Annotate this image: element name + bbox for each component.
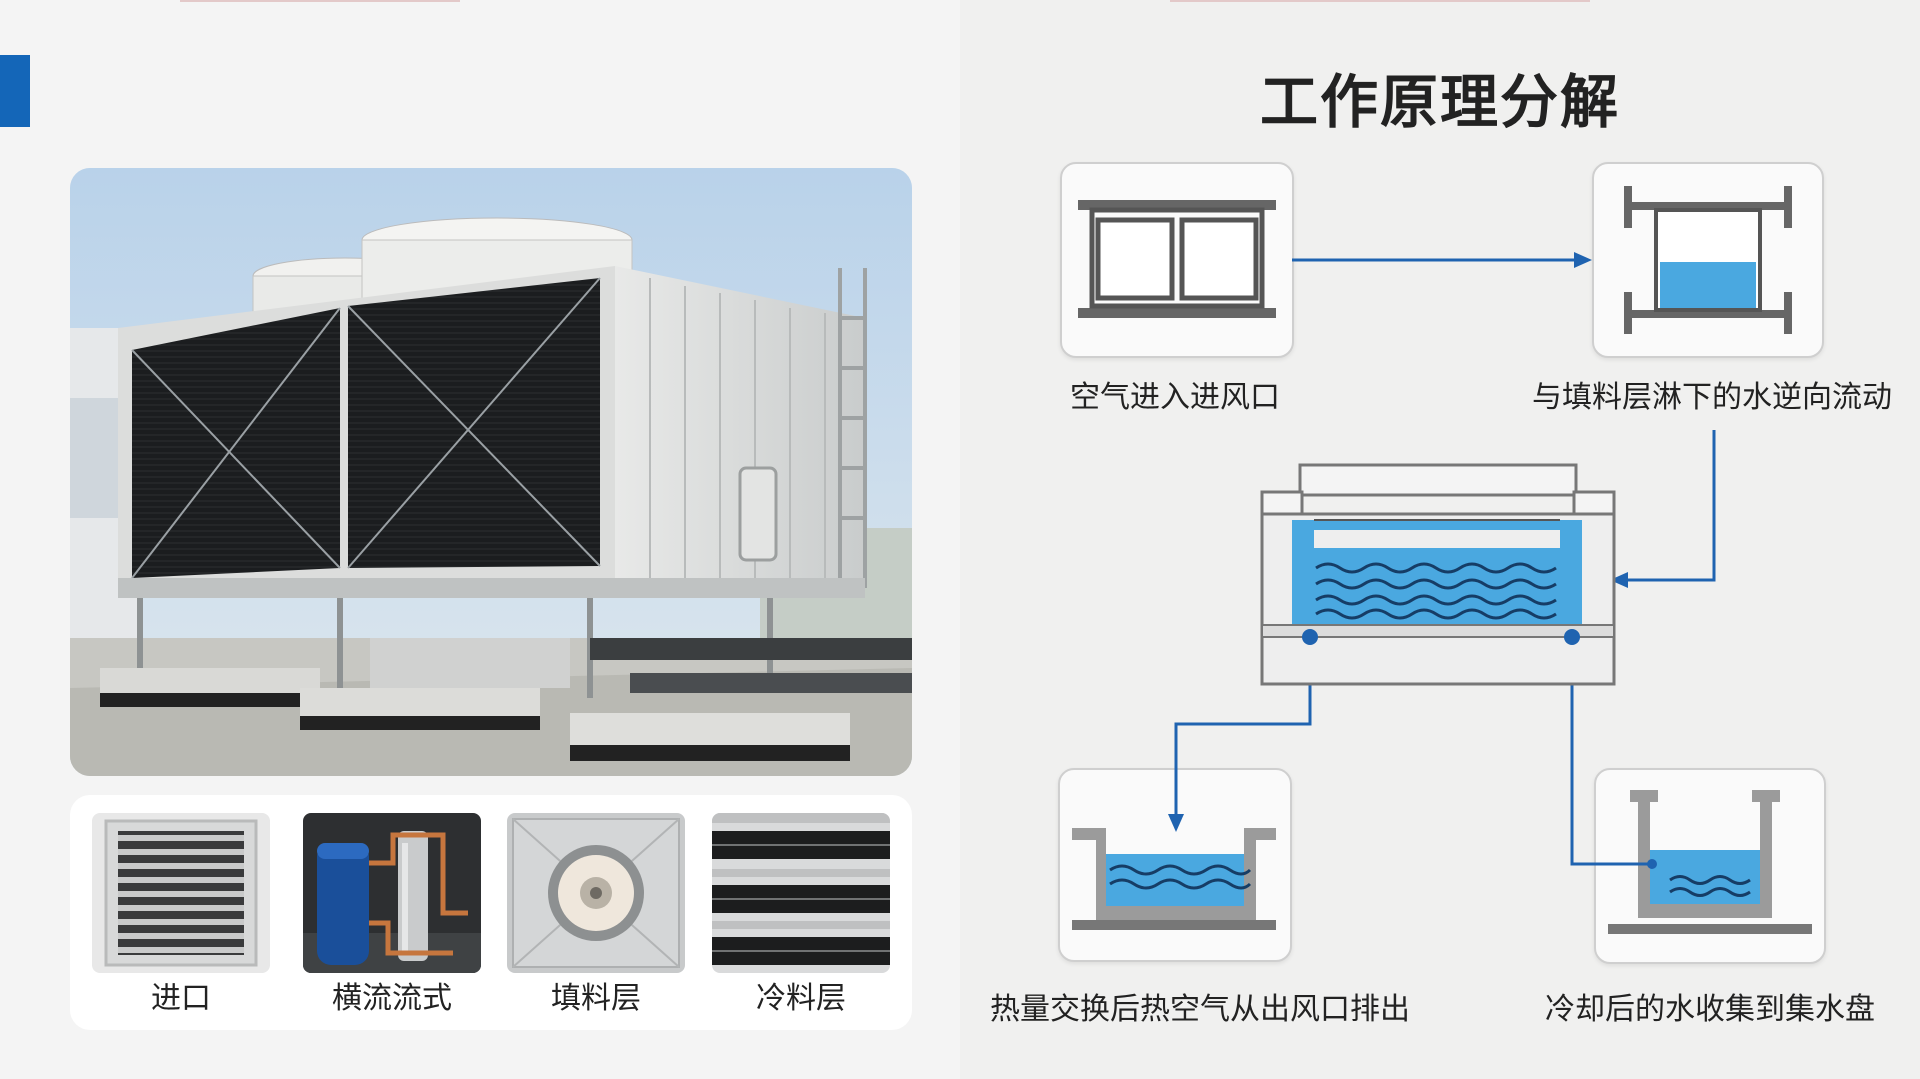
page-title: 工作原理分解 bbox=[1259, 68, 1620, 136]
step-label-air-inlet: 空气进入进风口 bbox=[1070, 380, 1280, 415]
flow-diagram bbox=[1168, 252, 1716, 869]
fan-motor-icon bbox=[507, 813, 685, 973]
component-label-crossflow: 横流流式 bbox=[332, 981, 452, 1016]
collection-basin-diagram bbox=[1594, 768, 1826, 964]
fill-layer-diagram bbox=[1592, 162, 1824, 358]
arrow-tower-to-basin bbox=[1570, 635, 1652, 866]
top-divider bbox=[180, 0, 460, 2]
top-divider bbox=[1170, 0, 1590, 2]
arrow-head-icon bbox=[1168, 814, 1184, 832]
components-card: 进口 横流流式 填料层 bbox=[70, 795, 912, 1030]
louver-inlet-icon bbox=[92, 813, 270, 973]
arrow-fill-to-tower bbox=[1622, 430, 1716, 582]
arrow-head-icon bbox=[1610, 572, 1628, 588]
accent-bar bbox=[0, 55, 30, 127]
component-label-inlet: 进口 bbox=[151, 981, 211, 1016]
step-label-collection: 冷却后的水收集到集水盘 bbox=[1545, 992, 1875, 1027]
cooling-tower-photo bbox=[70, 168, 912, 776]
tower-section-icon bbox=[1260, 463, 1616, 686]
arrow-head-icon bbox=[1574, 252, 1592, 268]
component-label-cooling: 冷料层 bbox=[756, 981, 846, 1016]
air-inlet-diagram bbox=[1060, 162, 1294, 358]
step-label-exhaust: 热量交换后热空气从出风口排出 bbox=[990, 992, 1410, 1027]
fill-media-icon bbox=[712, 813, 890, 973]
pump-assembly-icon bbox=[303, 813, 481, 973]
component-label-fill: 填料层 bbox=[551, 981, 641, 1016]
step-label-counter-flow: 与填料层淋下的水逆向流动 bbox=[1532, 380, 1892, 415]
